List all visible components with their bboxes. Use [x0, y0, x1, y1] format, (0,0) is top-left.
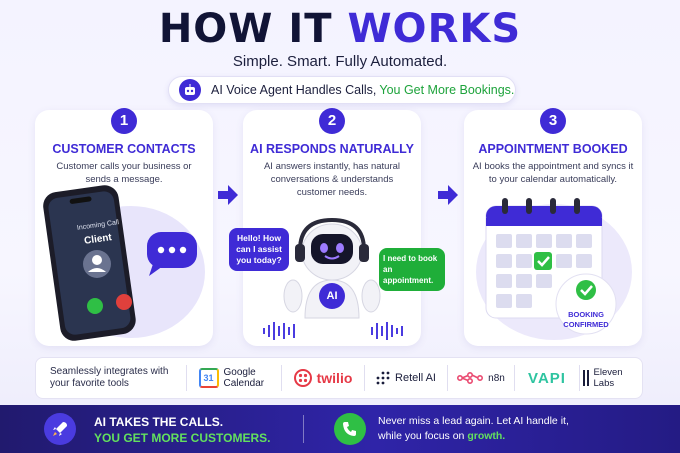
- step-description: AI books the appointment and syncs it to…: [472, 161, 634, 185]
- rocket-icon: [44, 413, 76, 445]
- step-card-ai-responds: 2 AI RESPONDS NATURALLY AI answers insta…: [229, 108, 445, 346]
- ai-chat-bubble: Hello! How can I assist you today?: [229, 228, 289, 271]
- subtitle: Simple. Smart. Fully Automated.: [232, 53, 448, 70]
- integration-elevenlabs: Eleven Labs: [580, 367, 628, 389]
- robot-icon: [179, 79, 201, 101]
- step-description: AI answers instantly, has natural conver…: [263, 161, 401, 198]
- divider: [281, 365, 282, 391]
- step-title: APPOINTMENT BOOKED: [478, 142, 628, 156]
- n8n-icon: [457, 371, 484, 385]
- title-part1: HOW IT: [158, 6, 348, 52]
- divider: [514, 365, 515, 391]
- integration-retell: Retell AI: [365, 371, 447, 385]
- integration-vapi: VAPI: [515, 370, 579, 387]
- integrations-bar: Seamlessly integrates with your favorite…: [35, 357, 643, 399]
- footer-right-line1: Never miss a lead again. Let AI handle i…: [378, 415, 569, 427]
- pill-highlight: You Get More Bookings.: [379, 83, 515, 97]
- integrations-intro: Seamlessly integrates with your favorite…: [50, 366, 169, 389]
- pill-text: AI Voice Agent Handles Calls,: [211, 83, 377, 97]
- footer-banner: AI TAKES THE CALLS. YOU GET MORE CUSTOME…: [0, 405, 680, 453]
- divider: [447, 365, 448, 391]
- title-accent: WORKS: [347, 6, 522, 52]
- divider: [186, 365, 187, 391]
- integration-n8n: n8n: [448, 371, 514, 385]
- calendar-icon: [476, 198, 632, 340]
- footer-right-prefix: while you focus on: [378, 430, 468, 442]
- robot-illustration: [263, 217, 403, 340]
- logo-label: n8n: [488, 372, 505, 384]
- footer-right-highlight: growth.: [467, 430, 506, 442]
- vapi-wordmark: VAPI: [528, 369, 566, 387]
- integration-google-calendar: 31 Google Calendar: [187, 367, 281, 389]
- page-title: HOW IT WORKS: [0, 6, 680, 52]
- step-description: Customer calls your business or sends a …: [56, 161, 192, 185]
- elevenlabs-icon: [582, 370, 589, 386]
- arrow-right-icon: [438, 185, 458, 205]
- tagline-pill: AI Voice Agent Handles Calls, You Get Mo…: [168, 76, 516, 104]
- user-chat-bubble: I need to book an appointment.: [379, 248, 445, 291]
- step-title: CUSTOMER CONTACTS: [52, 142, 196, 156]
- logo-label: Eleven Labs: [593, 367, 623, 389]
- arrow-right-icon: [218, 185, 238, 205]
- footer-left-line1: AI TAKES THE CALLS.: [94, 415, 224, 429]
- step-number: 2: [319, 108, 345, 134]
- robot-ai-badge: AI: [326, 290, 338, 302]
- footer-right-line2: while you focus on growth.: [378, 430, 505, 442]
- twilio-icon: [293, 369, 312, 387]
- step-title: AI RESPONDS NATURALLY: [250, 142, 414, 156]
- phone-illustration: [43, 185, 205, 341]
- step-number: 3: [540, 108, 566, 134]
- logo-label: twilio: [316, 370, 353, 386]
- step-card-appointment-booked: 3 APPOINTMENT BOOKED AI books the appoin…: [464, 108, 642, 346]
- integration-twilio: twilio: [282, 369, 364, 387]
- divider: [579, 365, 580, 391]
- divider: [364, 365, 365, 391]
- footer-left-line2: YOU GET MORE CUSTOMERS.: [94, 431, 271, 445]
- retell-icon: [376, 371, 390, 385]
- logo-label: Google Calendar: [223, 367, 265, 389]
- step-number: 1: [111, 108, 137, 134]
- step-card-customer-contacts: 1 CUSTOMER CONTACTS Customer calls your …: [35, 108, 213, 346]
- divider: [303, 415, 304, 443]
- booking-confirmed-badge: BOOKING CONFIRMED: [563, 310, 609, 329]
- google-calendar-icon: 31: [198, 368, 219, 388]
- chat-bubble-icon: [147, 232, 197, 276]
- phone-icon: [334, 413, 366, 445]
- logo-label: Retell AI: [395, 372, 436, 384]
